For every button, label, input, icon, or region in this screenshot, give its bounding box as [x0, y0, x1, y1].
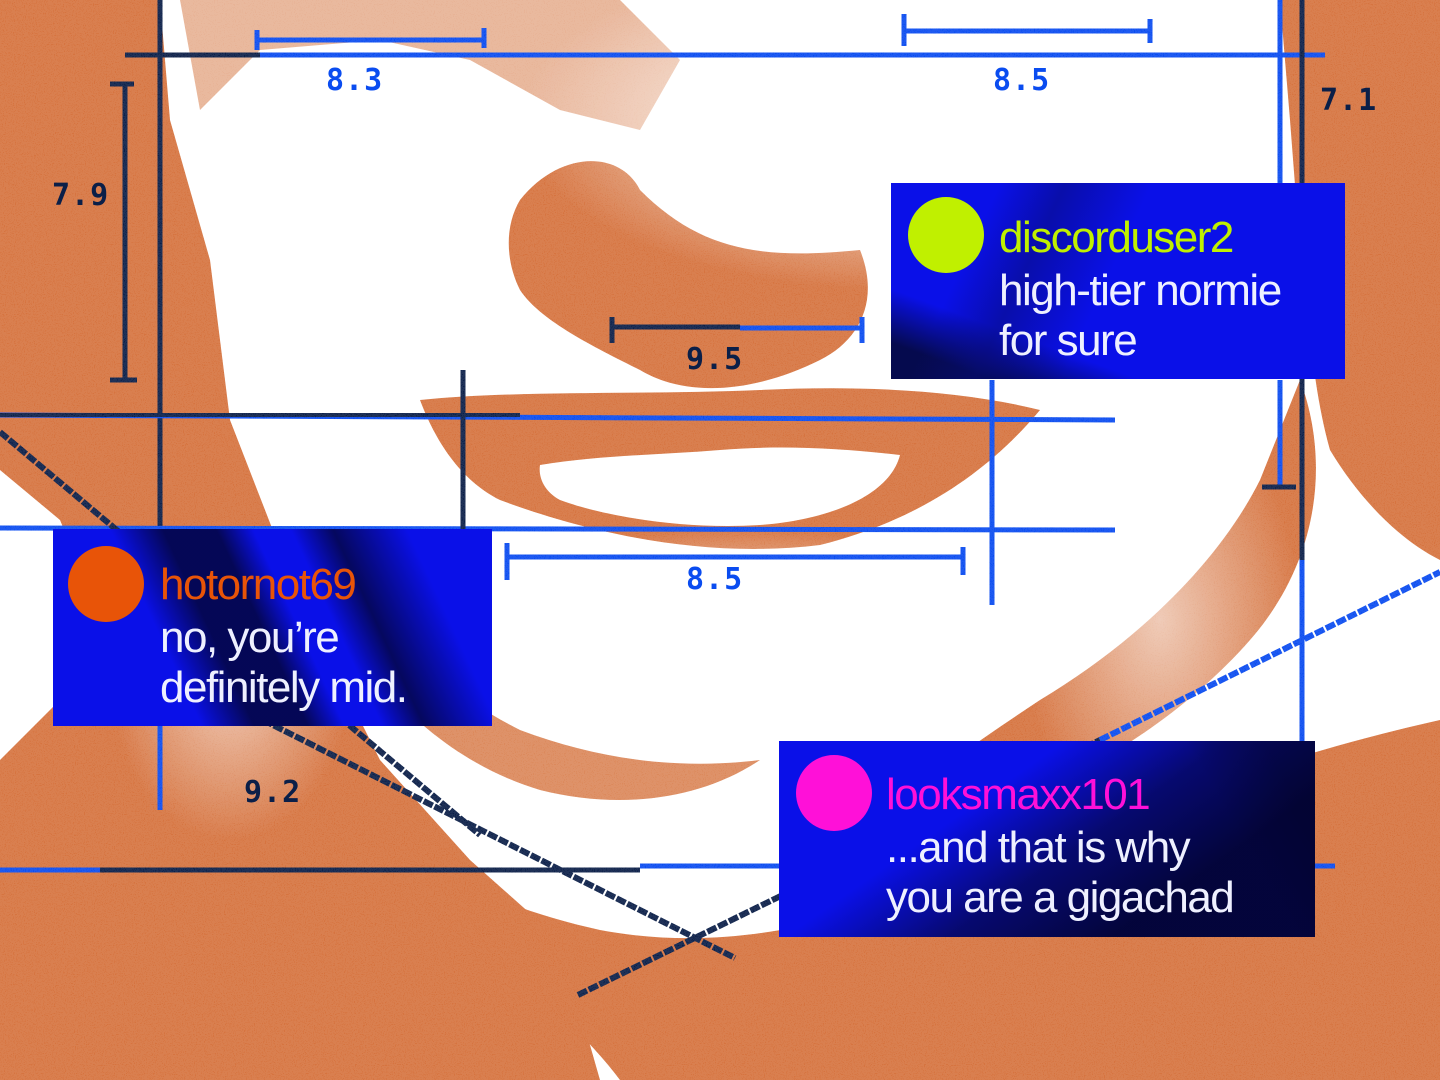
comment-card-hotornot69: hotornot69 no, you’re definitely mid.: [53, 529, 492, 726]
measurement-label-mouth: 8.5: [686, 562, 744, 597]
username: looksmaxx101: [886, 770, 1151, 819]
comment-message: high-tier normie for sure: [999, 266, 1282, 365]
comment-message: no, you’re definitely mid.: [160, 613, 408, 712]
measurement-label-top-right: 8.5: [993, 63, 1051, 98]
username: hotornot69: [160, 560, 357, 609]
measurement-label-right-height: 7.1: [1320, 83, 1378, 118]
comment-message: ...and that is why you are a gigachad: [886, 823, 1235, 922]
measurement-label-left-height: 7.9: [52, 178, 110, 213]
avatar: [796, 755, 872, 831]
comment-card-looksmaxx101: looksmaxx101 ...and that is why you are …: [779, 741, 1315, 937]
avatar: [908, 197, 984, 273]
comment-card-discorduser2: discorduser2 high-tier normie for sure: [891, 183, 1345, 379]
measurement-label-jaw: 9.2: [244, 775, 302, 810]
username: discorduser2: [999, 213, 1234, 262]
avatar: [68, 546, 144, 622]
measurement-label-nose: 9.5: [686, 342, 744, 377]
measurement-label-top-left: 8.3: [326, 63, 384, 98]
